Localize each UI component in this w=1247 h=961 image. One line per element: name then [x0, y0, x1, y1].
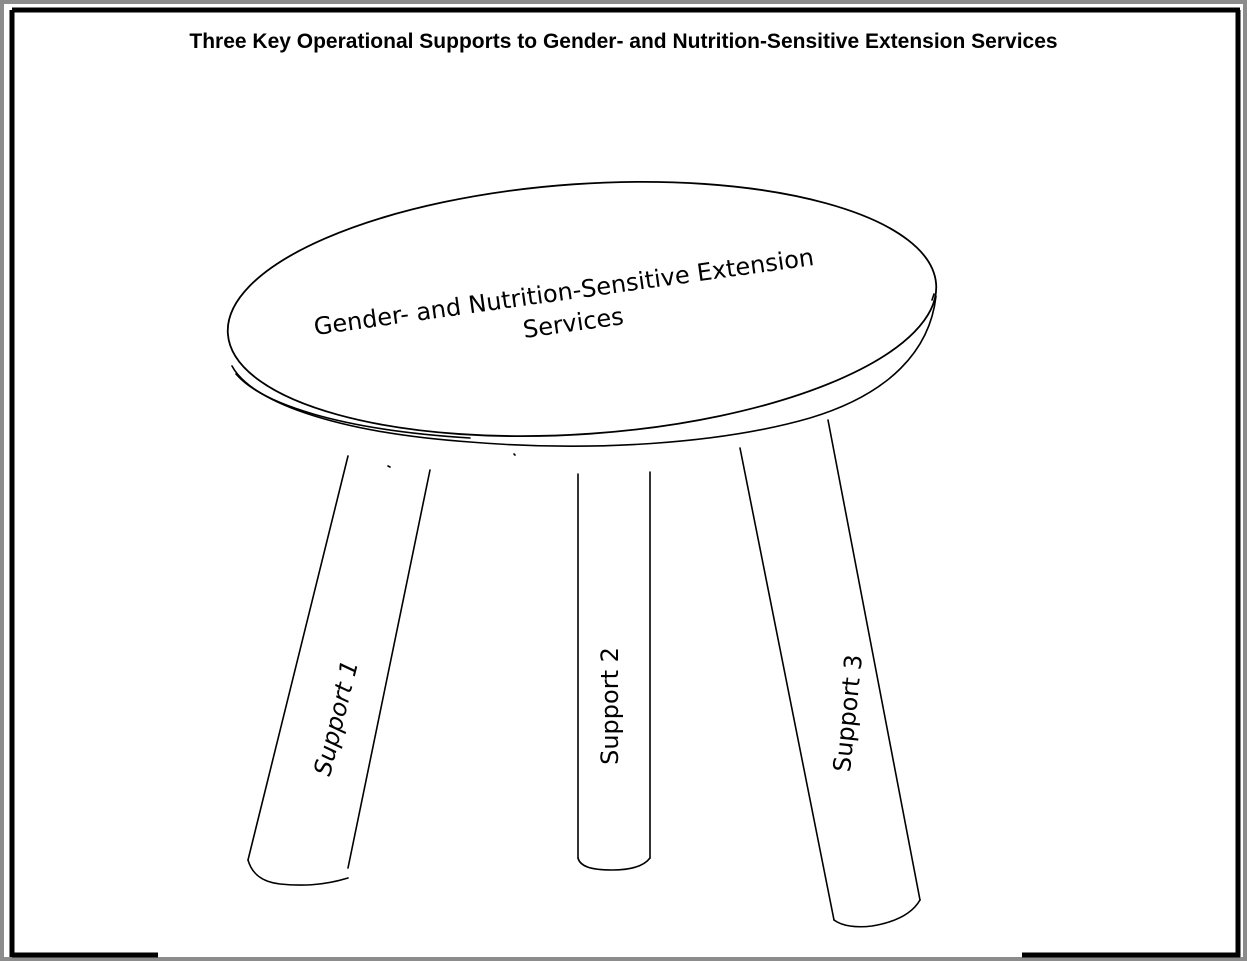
seat-rim: [231, 295, 937, 447]
seat-top: [226, 180, 938, 438]
leg-support-2: [577, 471, 651, 871]
leg-label-support-3: Support 3: [828, 653, 868, 773]
leg-label-support-2: Support 2: [596, 647, 624, 765]
leg-support-1: [247, 455, 431, 886]
leg-support-3: [739, 419, 921, 928]
diagram-title: Three Key Operational Supports to Gender…: [189, 30, 1058, 53]
leg-label-support-1: Support 1: [308, 658, 364, 779]
